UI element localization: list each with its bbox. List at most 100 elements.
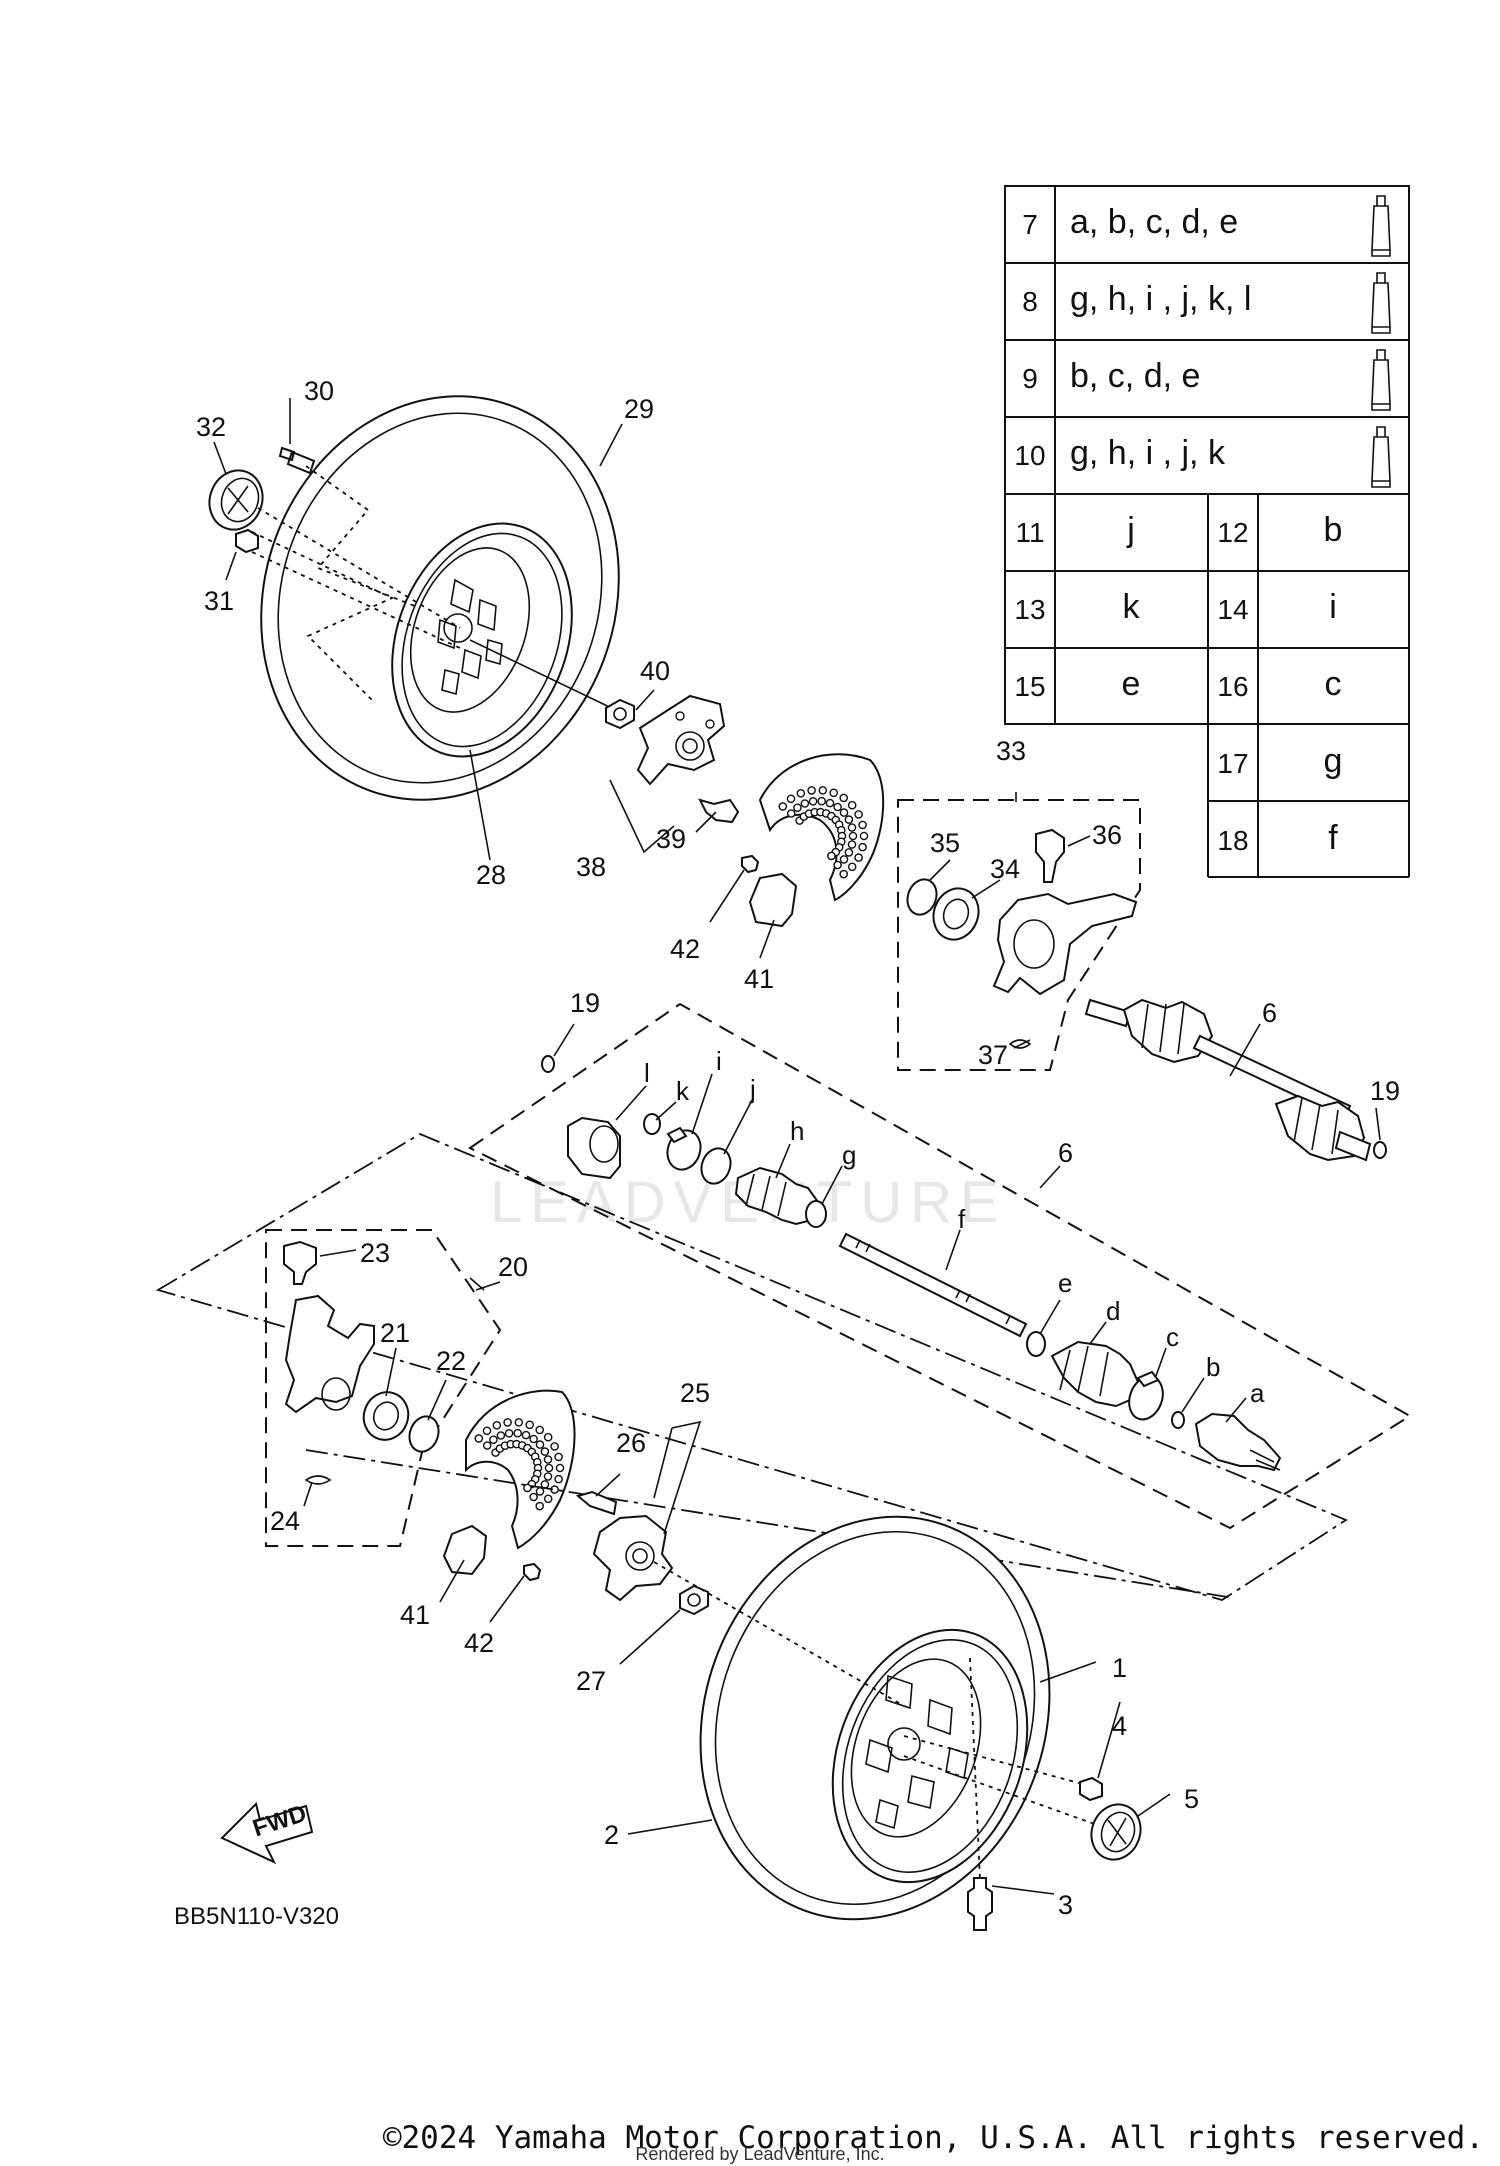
disc-hole <box>474 1434 484 1443</box>
callout-6-upper: 6 <box>1262 998 1277 1028</box>
disc-hole <box>525 1420 535 1430</box>
nut-31 <box>235 528 259 554</box>
disc-hole <box>523 1483 532 1493</box>
callout-4: 4 <box>1112 1711 1127 1741</box>
cv-joint-l <box>567 1116 621 1180</box>
disc-hole <box>786 809 796 818</box>
guide-line <box>251 531 395 701</box>
disc-hole <box>503 1418 512 1427</box>
table-ref: 14 <box>1217 594 1248 625</box>
grease-tube-icon <box>1371 195 1391 257</box>
disc-hole <box>848 831 858 841</box>
disc-hole <box>543 1432 553 1442</box>
group-33-outline <box>897 799 1141 1071</box>
bearing-21 <box>362 1391 410 1441</box>
callouts: 1 2 3 4 5 6 6 19 19 20 21 22 23 24 25 26… <box>196 376 1400 1920</box>
callout-j: j <box>749 1074 756 1104</box>
bolt-26 <box>575 1490 618 1516</box>
clip-19-right <box>1373 1141 1387 1159</box>
axle-line <box>469 639 625 715</box>
ring-35 <box>906 878 938 916</box>
copyright-text: ©2024 Yamaha Motor Corporation, U.S.A. A… <box>383 2120 1484 2156</box>
table-ref: 9 <box>1022 363 1038 394</box>
callout-34: 34 <box>990 854 1020 884</box>
callout-24: 24 <box>270 1506 300 1536</box>
knuckle-right <box>992 892 1138 996</box>
disc-hole <box>839 869 849 879</box>
table-letters: e <box>1122 665 1141 703</box>
axle-line-lower <box>305 1449 1235 1599</box>
callout-42-lower: 42 <box>464 1628 494 1658</box>
valve-stem-30 <box>278 446 316 475</box>
disc-hole <box>844 815 854 824</box>
table-ref: 7 <box>1022 209 1038 240</box>
table-ref: 17 <box>1217 748 1248 779</box>
table-ref: 11 <box>1015 517 1044 548</box>
guide-line <box>653 1561 905 1707</box>
callout-21: 21 <box>380 1318 410 1348</box>
disc-hole <box>833 860 842 870</box>
table-letters: c <box>1325 665 1342 703</box>
callout-19-left: 19 <box>570 988 600 1018</box>
disc-hole <box>482 1441 492 1450</box>
callout-42-upper: 42 <box>670 934 700 964</box>
valve-stem-3 <box>967 1877 993 1931</box>
callout-35: 35 <box>930 828 960 858</box>
cv-joint-a <box>1194 1412 1282 1472</box>
hub-38 <box>636 694 726 786</box>
disc-hole <box>550 1442 559 1451</box>
disc-hole <box>786 794 796 804</box>
callout-19-right: 19 <box>1370 1076 1400 1106</box>
disc-hole <box>847 840 857 849</box>
callout-23: 23 <box>360 1238 390 1268</box>
callout-31: 31 <box>204 586 234 616</box>
callout-37: 37 <box>978 1040 1008 1070</box>
hub-cap-5 <box>1090 1803 1142 1861</box>
bolt-39 <box>698 798 740 824</box>
disc-hole <box>847 800 857 810</box>
bearing-34 <box>932 887 980 941</box>
disc-hole <box>808 797 818 806</box>
callout-6-lower: 6 <box>1058 1138 1073 1168</box>
table-letters: k <box>1123 588 1141 626</box>
diagram-code: BB5N110-V320 <box>174 1903 339 1930</box>
nut-27 <box>679 1584 709 1616</box>
guide-line <box>969 1657 981 1881</box>
disc-hole <box>859 831 869 841</box>
grease-tube-icon <box>1371 272 1391 334</box>
panel-outline <box>155 1132 1348 1601</box>
callout-40: 40 <box>640 656 670 686</box>
disc-hole <box>540 1447 550 1456</box>
disc-hole <box>800 799 810 808</box>
callout-d: d <box>1106 1296 1120 1326</box>
bolt-42-lower <box>523 1562 542 1582</box>
nut-40 <box>605 698 635 730</box>
disc-hole <box>793 803 802 813</box>
callout-26: 26 <box>616 1428 646 1458</box>
lower-brake-disc <box>465 1389 576 1550</box>
callout-36: 36 <box>1092 820 1122 850</box>
band-j <box>700 1147 732 1185</box>
callout-g: g <box>842 1140 856 1170</box>
boot-d <box>1050 1340 1140 1408</box>
disc-hole <box>854 853 863 862</box>
disc-hole <box>778 802 788 811</box>
table-letters: a, b, c, d, e <box>1070 203 1238 241</box>
ring-e <box>1026 1331 1046 1357</box>
callout-29: 29 <box>624 394 654 424</box>
disc-hole <box>839 855 849 864</box>
disc-hole <box>504 1429 514 1438</box>
disc-hole <box>817 796 827 806</box>
callout-k: k <box>676 1076 690 1106</box>
disc-hole <box>535 1501 545 1511</box>
ring-g <box>805 1200 827 1228</box>
disc-hole <box>829 788 839 798</box>
callout-25: 25 <box>680 1378 710 1408</box>
disc-hole <box>529 1492 538 1502</box>
disc-hole <box>544 1463 554 1473</box>
disc-hole <box>543 1494 553 1504</box>
disc-hole <box>529 1434 538 1444</box>
callout-i: i <box>716 1046 722 1076</box>
disc-hole <box>554 1474 563 1484</box>
bolt-42 <box>741 854 760 874</box>
